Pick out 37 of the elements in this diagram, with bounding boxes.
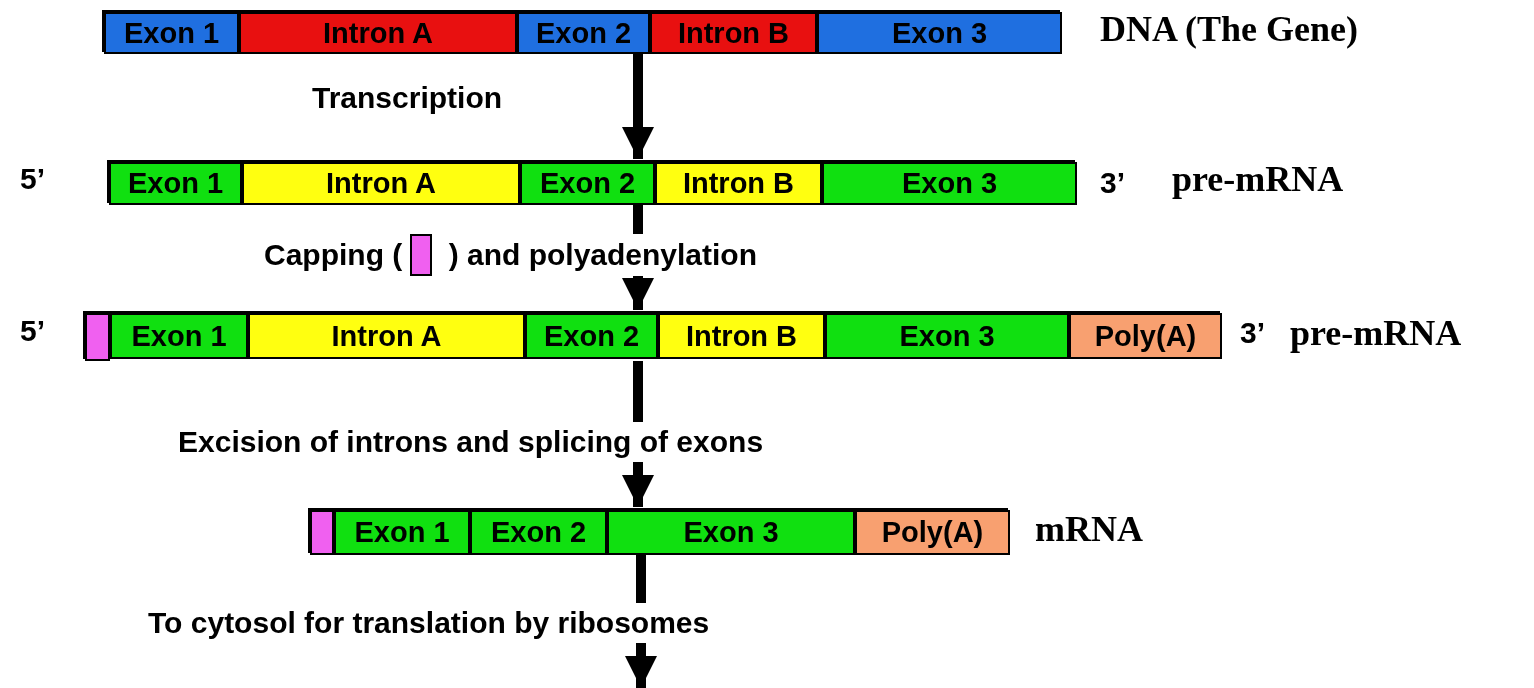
exon-segment: Exon 2 — [470, 510, 607, 555]
edge-label: Capping ( — [264, 237, 403, 273]
molecule-label: pre-mRNA — [1172, 158, 1344, 200]
exon-segment: Exon 3 — [822, 162, 1077, 205]
poly-a-tail: Poly(A) — [1069, 313, 1222, 359]
cap-box — [85, 313, 110, 361]
intron-segment: Intron A — [239, 12, 517, 54]
arrow — [622, 54, 654, 159]
molecule-label: mRNA — [1035, 508, 1143, 550]
exon-segment: Exon 1 — [104, 12, 239, 54]
exon-segment: Exon 2 — [517, 12, 650, 54]
exon-segment: Exon 1 — [334, 510, 470, 555]
rna-strand — [308, 508, 1008, 553]
molecule-label: DNA (The Gene) — [1100, 8, 1358, 50]
poly-a-tail: Poly(A) — [855, 510, 1010, 555]
end-label: 5’ — [20, 162, 46, 196]
intron-segment: Intron B — [655, 162, 822, 205]
dna-strand — [102, 10, 1060, 52]
rna-strand — [107, 160, 1075, 203]
end-label: 5’ — [20, 314, 46, 348]
edge-label: ) and polyadenylation — [447, 237, 757, 273]
intron-segment: Intron B — [658, 313, 825, 359]
exon-segment: Exon 1 — [109, 162, 242, 205]
rna-strand — [83, 311, 1220, 359]
intron-segment: Intron B — [650, 12, 817, 54]
intron-segment: Intron A — [242, 162, 520, 205]
exon-segment: Exon 3 — [825, 313, 1069, 359]
exon-segment: Exon 2 — [520, 162, 655, 205]
exon-segment: Exon 3 — [607, 510, 855, 555]
intron-segment: Intron A — [248, 313, 525, 359]
exon-segment: Exon 2 — [525, 313, 658, 359]
exon-segment: Exon 3 — [817, 12, 1062, 54]
exon-segment: Exon 1 — [110, 313, 248, 359]
cap-box — [310, 510, 334, 555]
molecule-label: pre-mRNA — [1290, 312, 1462, 354]
end-label: 3’ — [1100, 166, 1126, 200]
end-label: 3’ — [1240, 316, 1266, 350]
